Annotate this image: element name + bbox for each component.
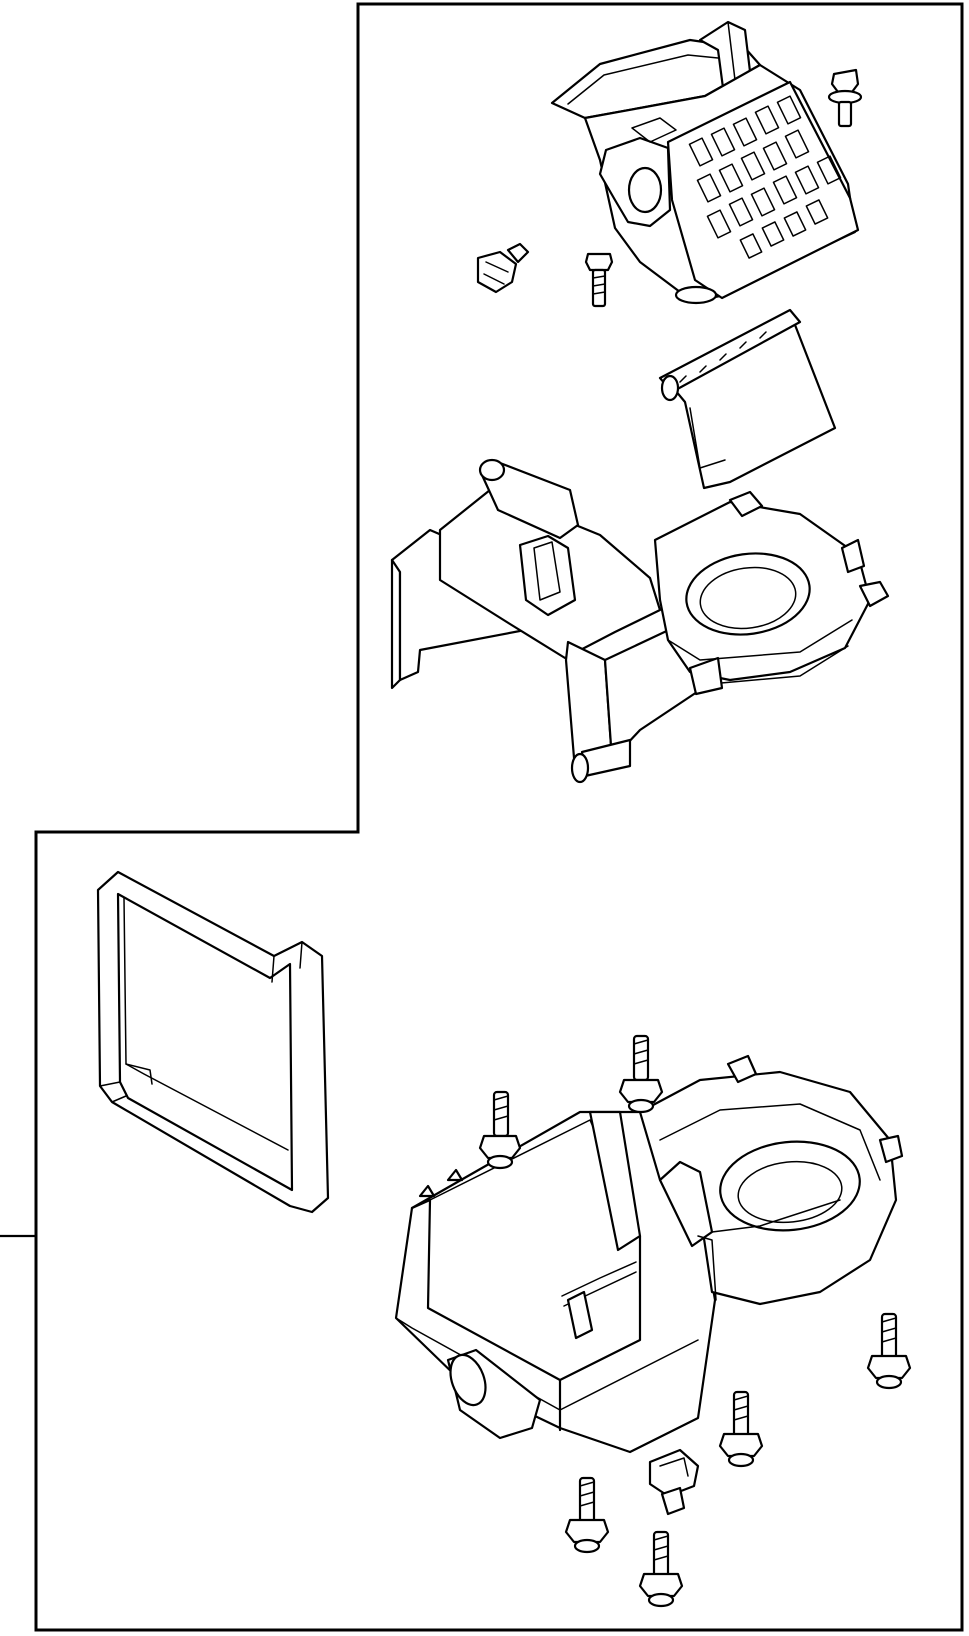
lower-screw-4 (718, 1390, 764, 1468)
lower-screw-6 (638, 1530, 684, 1608)
lower-clip (648, 1448, 700, 1516)
screw-upper-mid (584, 252, 614, 308)
lower-screw-5 (564, 1476, 610, 1554)
lower-screw-1 (478, 1090, 522, 1170)
intake-case (390, 458, 890, 784)
evaporator-seal (96, 870, 330, 1214)
screw-upper-right (827, 68, 863, 128)
lower-screw-3 (866, 1312, 912, 1390)
upper-case-assembly (550, 20, 860, 305)
clip-upper (476, 242, 530, 294)
lower-screw-2 (618, 1034, 664, 1114)
lower-blower-case (394, 1054, 904, 1454)
diagram-frame (34, 2, 964, 1632)
air-filter (658, 308, 837, 490)
